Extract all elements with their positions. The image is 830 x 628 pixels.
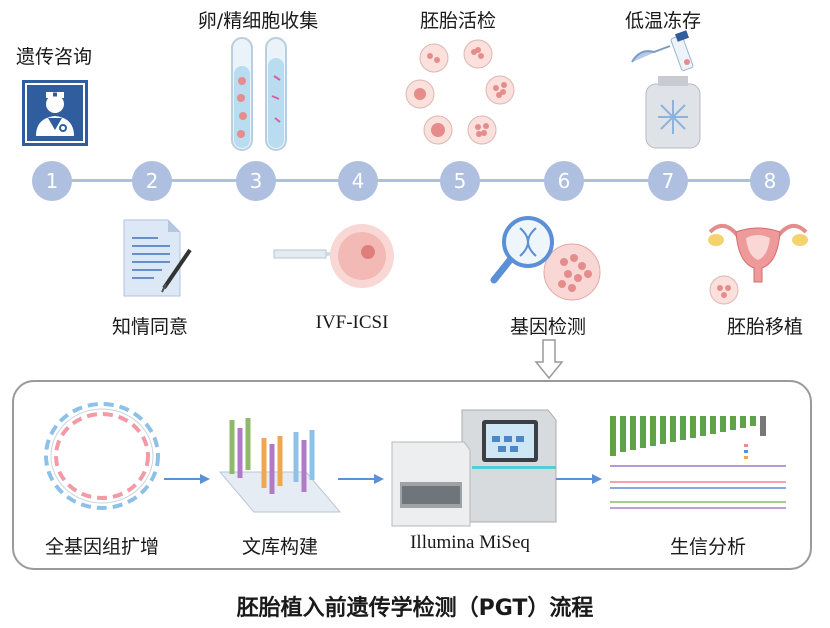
figure-title: 胚胎植入前遗传学检测（PGT）流程: [236, 596, 594, 621]
step-marker-4: 4: [338, 161, 378, 201]
icsi-injection-icon: [273, 224, 394, 288]
step-marker-6: 6: [544, 161, 584, 201]
document-pen-icon: [123, 219, 192, 297]
step-marker-8: 8: [750, 161, 790, 201]
flow-arrow-1-icon: [164, 474, 210, 484]
circular-dna-icon: [44, 402, 160, 510]
step-label-4: IVF-ICSI: [315, 312, 389, 333]
step-label-3: 卵/精细胞收集: [197, 10, 319, 32]
step-label-1: 遗传咨询: [16, 46, 93, 68]
uterus-icon: [708, 224, 808, 305]
test-tubes-icon: [231, 37, 287, 151]
embryo-cells-icon: [405, 39, 515, 145]
down-arrow-icon: [534, 339, 564, 380]
workflow-label-wga: 全基因组扩增: [44, 536, 160, 558]
step-marker-1: 1: [32, 161, 72, 201]
step-marker-7: 7: [648, 161, 688, 201]
step-label-5: 胚胎活检: [419, 10, 497, 32]
workflow-label-sequencer: Illumina MiSeq: [410, 532, 530, 553]
workflow-label-library: 文库构建: [241, 536, 319, 558]
library-construction-icon: [218, 418, 342, 513]
timeline-line: [52, 179, 772, 182]
step-marker-2: 2: [132, 161, 172, 201]
cryo-storage-icon: [631, 30, 701, 149]
step-label-2: 知情同意: [111, 316, 189, 338]
step-label-8: 胚胎移植: [726, 316, 804, 338]
workflow-label-analysis: 生信分析: [669, 536, 747, 558]
step-marker-3: 3: [236, 161, 276, 201]
step-label-7: 低温冻存: [624, 10, 702, 32]
step-label-6: 基因检测: [509, 316, 587, 338]
flow-arrow-3-icon: [556, 474, 602, 484]
flow-arrow-2-icon: [338, 474, 384, 484]
sequencer-icon: [391, 409, 557, 527]
analysis-plot-icon: [610, 416, 786, 509]
step-marker-5: 5: [440, 161, 480, 201]
magnifier-dna-icon: [490, 216, 601, 301]
doctor-icon: [22, 80, 88, 146]
